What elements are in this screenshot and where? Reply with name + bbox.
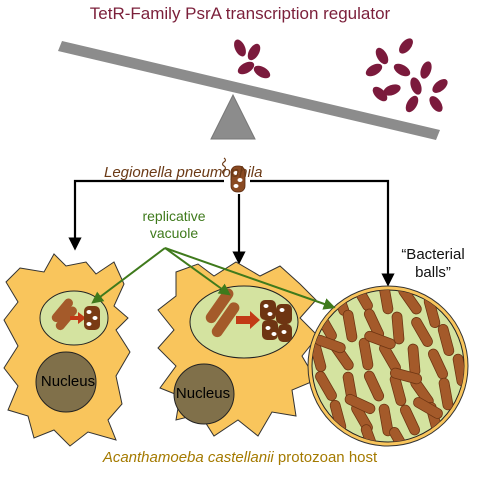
nucleus-label-left: Nucleus — [40, 373, 96, 390]
pointer-to-vacuole-middle — [164, 247, 231, 296]
pointer-to-bacterial-ball — [164, 247, 336, 310]
bacterial-balls-label: “Bacterial balls” — [383, 246, 480, 282]
replicative-vacuole-label: replicative vacuole — [124, 208, 224, 242]
amoeba-left — [3, 253, 131, 447]
pointer-to-vacuole-left — [91, 247, 166, 304]
host-label: Acanthamoeba castellanii protozoan host — [0, 450, 480, 465]
bacterial-ball — [307, 285, 469, 447]
host-species: Acanthamoeba castellanii — [102, 449, 274, 466]
nucleus-label-middle: Nucleus — [175, 385, 231, 402]
psra-molecules-small-pile — [231, 37, 273, 81]
bacterial-balls-label-line-2: balls” — [415, 264, 451, 281]
diagram-title: TetR-Family PsrA transcription regulator — [89, 4, 391, 23]
arrow-to-bacterial-balls — [250, 179, 395, 287]
seesaw-beam — [58, 41, 440, 140]
psra-molecules-large-pile — [363, 35, 451, 115]
seesaw-fulcrum — [210, 93, 256, 140]
legionella-bacterium-icon — [221, 157, 246, 193]
infection-arrows — [68, 179, 395, 287]
arrow-to-host-left — [68, 179, 224, 251]
bacterial-balls-label-line-1: “Bacterial — [401, 246, 465, 263]
seesaw — [58, 41, 440, 140]
nucleus-middle — [173, 363, 235, 425]
replicative-vacuole-label-line-2: vacuole — [149, 225, 199, 241]
amoeba-middle — [157, 261, 319, 437]
replicative-vacuole-label-line-1: replicative — [142, 208, 206, 224]
vacuole-pointer-arrows — [91, 247, 336, 310]
host-suffix: protozoan host — [273, 449, 378, 466]
organism-label: Legionella pneumophila — [104, 164, 263, 181]
nucleus-left — [35, 351, 97, 413]
